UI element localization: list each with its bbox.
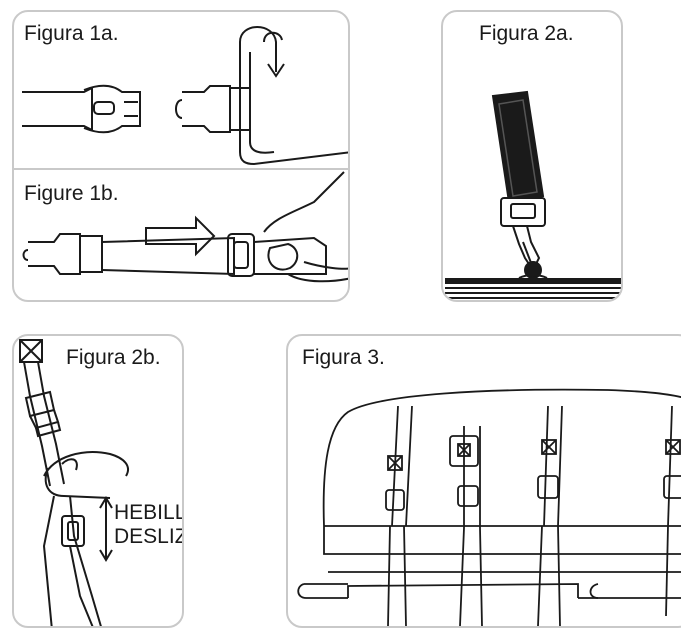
cargo-bag-illustration [297, 388, 681, 626]
panel-figure-3: Figura 3. [286, 334, 681, 628]
figure-2b-label: Figura 2b. [66, 346, 161, 369]
figure-1a-label: Figura 1a. [24, 22, 119, 45]
bag-strap [385, 405, 413, 626]
panel-figure-1: Figura 1a. Figure 1b. [12, 10, 350, 302]
strap-hook-illustration [445, 90, 621, 299]
figure-3-label: Figura 3. [302, 346, 385, 369]
sliding-buckle-callout: HEBILLA DESLIZANTE [114, 501, 182, 549]
callout-line-1: HEBILLA [114, 501, 182, 524]
panel-figure-2a: Figura 2a. [441, 10, 623, 302]
panel-figure-2b: Figura 2b. HEBILLA DESLIZANTE [12, 334, 184, 628]
sliding-buckle-illustration [19, 339, 129, 626]
figure-1b-label: Figure 1b. [24, 182, 119, 205]
buckle-illustration [22, 26, 348, 283]
callout-line-2: DESLIZANTE [114, 525, 182, 548]
figure-2a-label: Figura 2a. [479, 22, 574, 45]
panel-divider [14, 168, 348, 170]
